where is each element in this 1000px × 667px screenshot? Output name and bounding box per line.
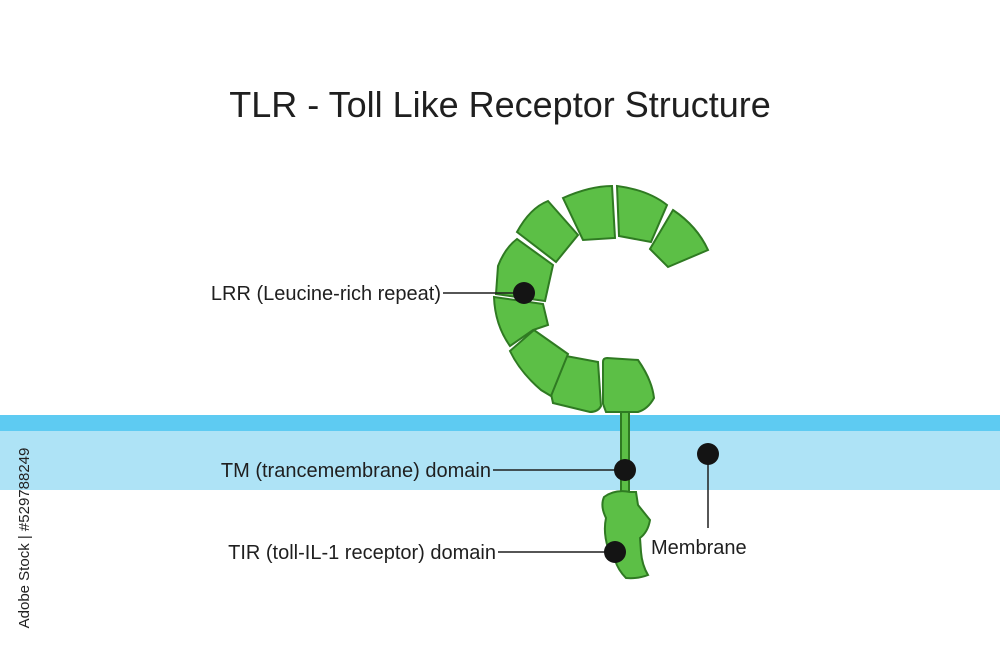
lrr-marker xyxy=(513,282,535,304)
lrr-segment xyxy=(561,184,617,242)
side-stock-text: Adobe Stock | #529788249 xyxy=(16,448,33,629)
membrane xyxy=(0,415,1000,490)
membrane-inner-layer xyxy=(0,431,1000,490)
tir-label: TIR (toll-IL-1 receptor) domain xyxy=(228,542,496,564)
lrr-segment xyxy=(492,295,550,348)
tm-marker xyxy=(614,459,636,481)
lrr-segment xyxy=(648,208,710,269)
lrr-segment xyxy=(549,354,603,414)
lrr-label: LRR (Leucine-rich repeat) xyxy=(211,283,441,305)
membrane-label: Membrane xyxy=(651,537,747,559)
tir-domain xyxy=(601,490,652,580)
diagram-title: TLR - Toll Like Receptor Structure xyxy=(229,84,771,125)
lrr-segment xyxy=(515,199,580,264)
tir-marker xyxy=(604,541,626,563)
tm-label: TM (trancemembrane) domain xyxy=(221,460,491,482)
membrane-marker xyxy=(697,443,719,465)
lrr-segment xyxy=(494,237,555,303)
lrr-segment xyxy=(615,184,669,244)
lrr-segment xyxy=(508,328,570,398)
lrr-domain xyxy=(492,184,710,414)
lrr-segment xyxy=(602,356,656,413)
